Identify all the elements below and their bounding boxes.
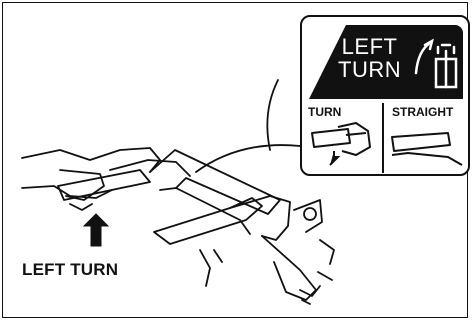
turn-grip-icon	[311, 122, 371, 166]
mode-line-2: TURN	[338, 57, 402, 82]
placard-divider	[382, 103, 384, 173]
left-turn-caption: LEFT TURN	[22, 260, 119, 279]
control-placard-inset: LEFT TURN TURN STRAIGHT	[300, 15, 470, 176]
mode-line-1: LEFT	[341, 34, 398, 59]
option-turn-label: TURN	[308, 105, 342, 119]
option-straight-label: STRAIGHT	[392, 105, 454, 119]
turn-mechanism-icon	[414, 38, 458, 89]
placard-mode-label: LEFT TURN	[338, 35, 401, 81]
press-arrow-icon	[82, 213, 110, 247]
straight-grip-icon	[391, 132, 463, 166]
